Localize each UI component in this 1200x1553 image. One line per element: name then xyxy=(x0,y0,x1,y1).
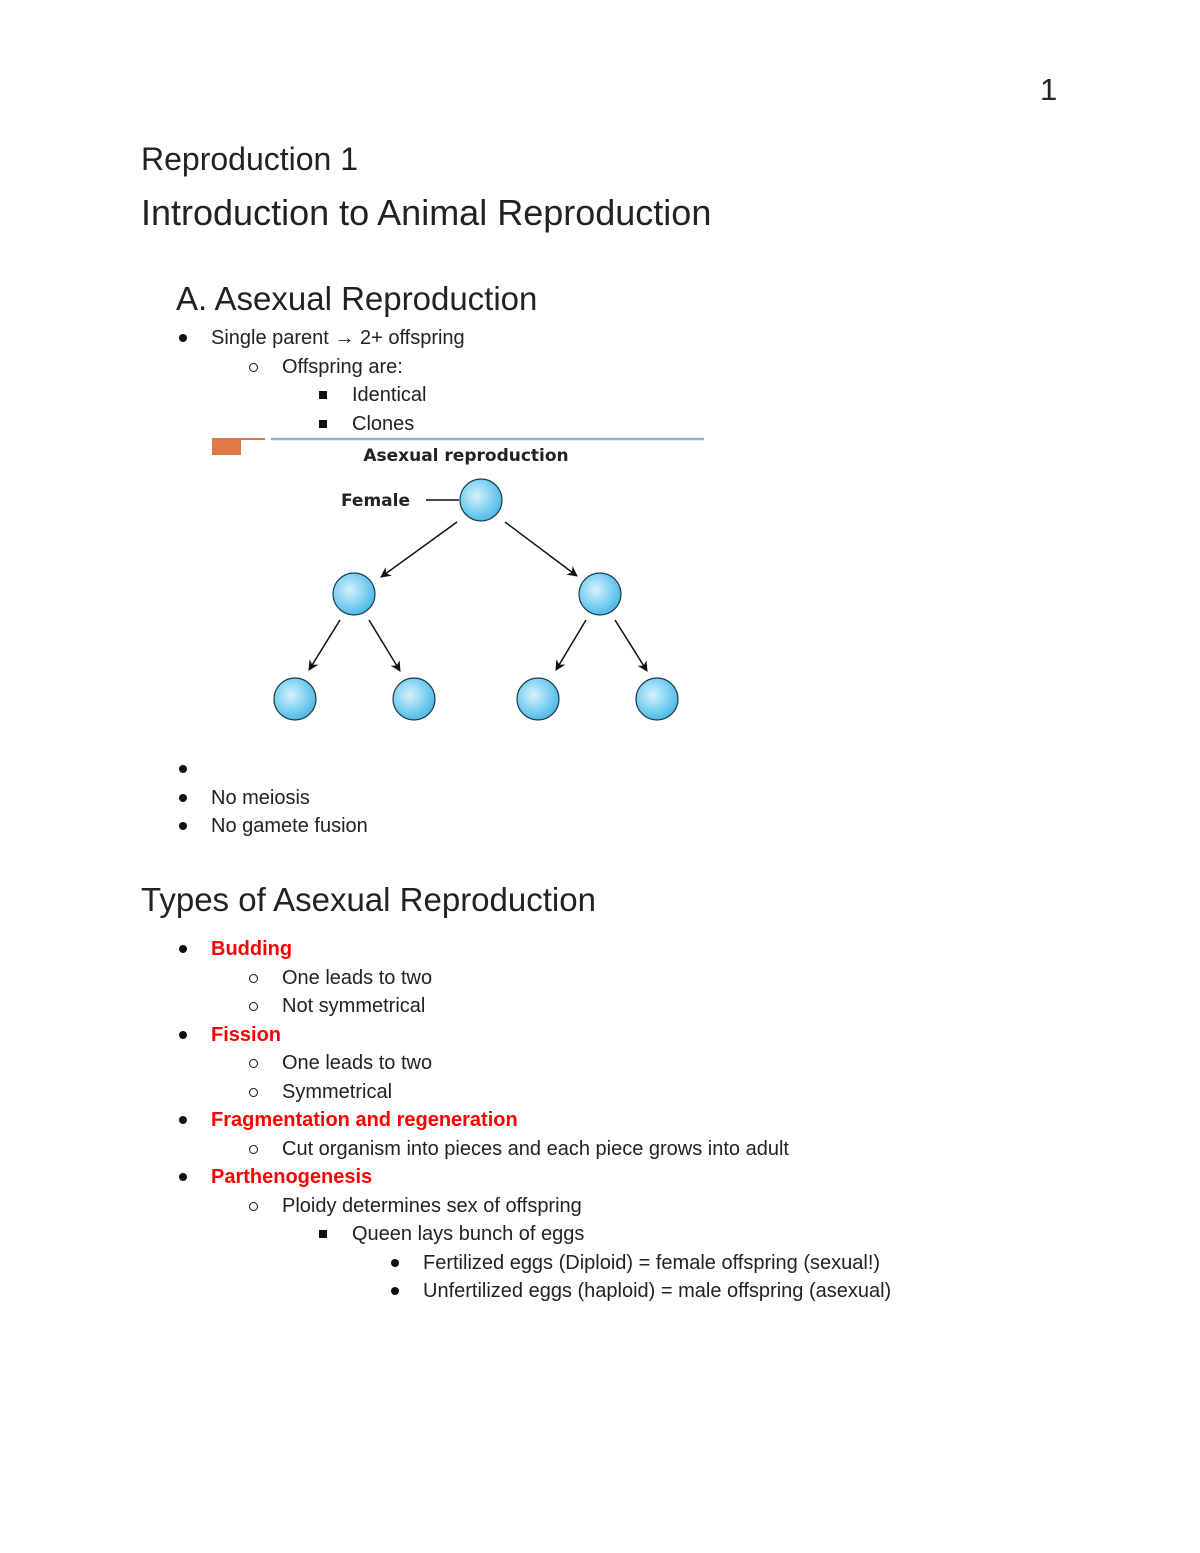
list-item: Offspring are: xyxy=(282,355,403,378)
list-item: No gamete fusion xyxy=(211,815,368,837)
list-item: Ploidy determines sex of offspring xyxy=(282,1194,582,1217)
bullet-square-icon xyxy=(319,419,327,428)
bullet-circle-icon xyxy=(249,1201,258,1211)
list-item: Symmetrical xyxy=(282,1080,393,1103)
organism-circle xyxy=(332,572,376,616)
bullet-circle-icon xyxy=(249,1144,258,1154)
list-item: Not symmetrical xyxy=(282,995,426,1017)
bullet-square-icon xyxy=(319,391,327,399)
bullet-dot-icon xyxy=(179,1116,187,1124)
asexual-reproduction-figure: Asexual reproduction Female xyxy=(212,437,704,721)
bullet-dot-icon xyxy=(179,334,187,342)
list-item: Clones xyxy=(352,412,415,435)
bullet-dot-icon xyxy=(179,1173,187,1181)
figure-title: Asexual reproduction xyxy=(363,446,568,466)
list-item: One leads to two xyxy=(282,1052,433,1074)
bullet-dot-icon xyxy=(179,793,187,802)
document-subtitle: Introduction to Animal Reproduction xyxy=(141,192,712,233)
female-label: Female xyxy=(341,491,410,511)
bullet-square-icon xyxy=(319,1230,327,1238)
bullet-circle-icon xyxy=(249,362,258,372)
bullet-dot-icon xyxy=(179,822,187,830)
bullet-dot-icon xyxy=(179,765,187,773)
bullet-dot-icon xyxy=(391,1258,399,1267)
arrow xyxy=(380,521,458,578)
orange-block xyxy=(212,438,241,455)
list-item: No meiosis xyxy=(211,786,310,809)
bullet-dot-icon xyxy=(391,1287,399,1295)
organism-circle xyxy=(273,677,317,721)
organism-circle xyxy=(516,677,560,721)
list-item: Fragmentation and regeneration xyxy=(211,1109,518,1131)
bullet-circle-icon xyxy=(249,1059,258,1068)
list-item: Unfertilized eggs (haploid) = male offsp… xyxy=(423,1280,892,1302)
bullet-circle-icon xyxy=(249,973,258,983)
arrow xyxy=(504,521,578,577)
organism-circle xyxy=(392,677,436,721)
arrow xyxy=(614,619,648,672)
organism-circle xyxy=(578,572,622,616)
document-title: Reproduction 1 xyxy=(141,141,359,177)
list-item: Identical xyxy=(352,384,427,406)
list-item: Single parent → 2+ offspring xyxy=(211,327,465,349)
bullet-dot-icon xyxy=(179,1030,187,1039)
organism-circle xyxy=(459,478,503,522)
arrow xyxy=(308,619,341,671)
list-item: Queen lays bunch of eggs xyxy=(352,1223,585,1245)
types-heading: Types of Asexual Reproduction xyxy=(141,881,596,918)
list-item: One leads to two xyxy=(282,966,433,989)
page-number: 1 xyxy=(1040,72,1058,107)
list-item: Fission xyxy=(211,1023,282,1046)
list-item: Parthenogenesis xyxy=(211,1166,373,1188)
arrow xyxy=(555,619,587,671)
list-item: Cut organism into pieces and each piece … xyxy=(282,1137,789,1160)
organism-circle xyxy=(635,677,679,721)
list-item: Fertilized eggs (Diploid) = female offsp… xyxy=(423,1251,881,1274)
list-item: Budding xyxy=(211,938,293,960)
bullet-circle-icon xyxy=(249,1002,258,1011)
bullet-circle-icon xyxy=(249,1087,258,1097)
section-a-heading: A. Asexual Reproduction xyxy=(176,280,538,317)
arrow xyxy=(368,619,401,672)
bullet-dot-icon xyxy=(179,945,187,953)
